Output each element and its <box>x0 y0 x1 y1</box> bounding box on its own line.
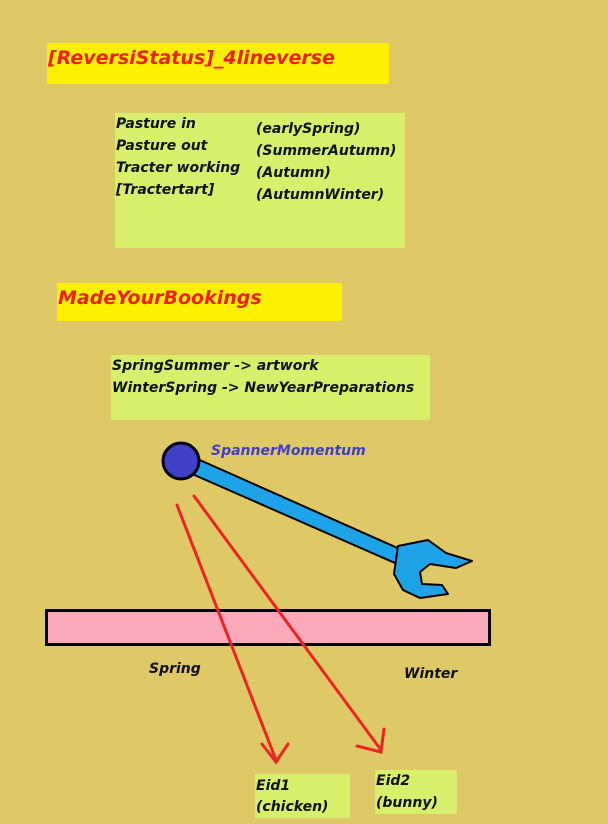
header-2-highlight <box>57 283 342 321</box>
bar-left-label: Spring <box>149 661 201 677</box>
arrow-to-eid1 <box>175 503 290 765</box>
status-right-4: (AutumnWinter) <box>256 187 385 203</box>
spanner-icon <box>182 456 473 599</box>
arrow-to-eid2 <box>192 494 386 754</box>
eid1-line1: Eid1 <box>256 778 291 794</box>
eid2-line2: (bunny) <box>376 795 438 811</box>
spanner-label: SpannerMomentum <box>211 443 366 459</box>
eid2-line1: Eid2 <box>376 773 411 789</box>
bar-right-label: Winter <box>404 666 458 682</box>
status-left-2: Pasture out <box>116 138 208 154</box>
header-2-title: MadeYourBookings <box>58 287 262 309</box>
status-right-1: (earlySpring) <box>256 121 361 137</box>
season-bar <box>45 609 491 646</box>
status-left-4: [Tractertart] <box>116 182 215 198</box>
status-left-3: Tracter working <box>116 160 241 176</box>
status-left-1: Pasture in <box>116 116 196 132</box>
status-right-2: (SummerAutumn) <box>256 143 397 159</box>
bookings-box <box>111 355 430 420</box>
pivot-circle <box>161 441 201 481</box>
eid1-box <box>255 774 350 818</box>
status-box <box>115 113 405 248</box>
eid2-box <box>375 770 457 814</box>
booking-line-2: WinterSpring -> NewYearPreparations <box>112 380 415 396</box>
eid1-line2: (chicken) <box>256 799 329 815</box>
header-1-highlight <box>47 43 389 84</box>
header-1-title: [ReversiStatus]_4lineverse <box>48 47 335 69</box>
booking-line-1: SpringSummer -> artwork <box>112 358 319 374</box>
status-right-3: (Autumn) <box>256 165 331 181</box>
